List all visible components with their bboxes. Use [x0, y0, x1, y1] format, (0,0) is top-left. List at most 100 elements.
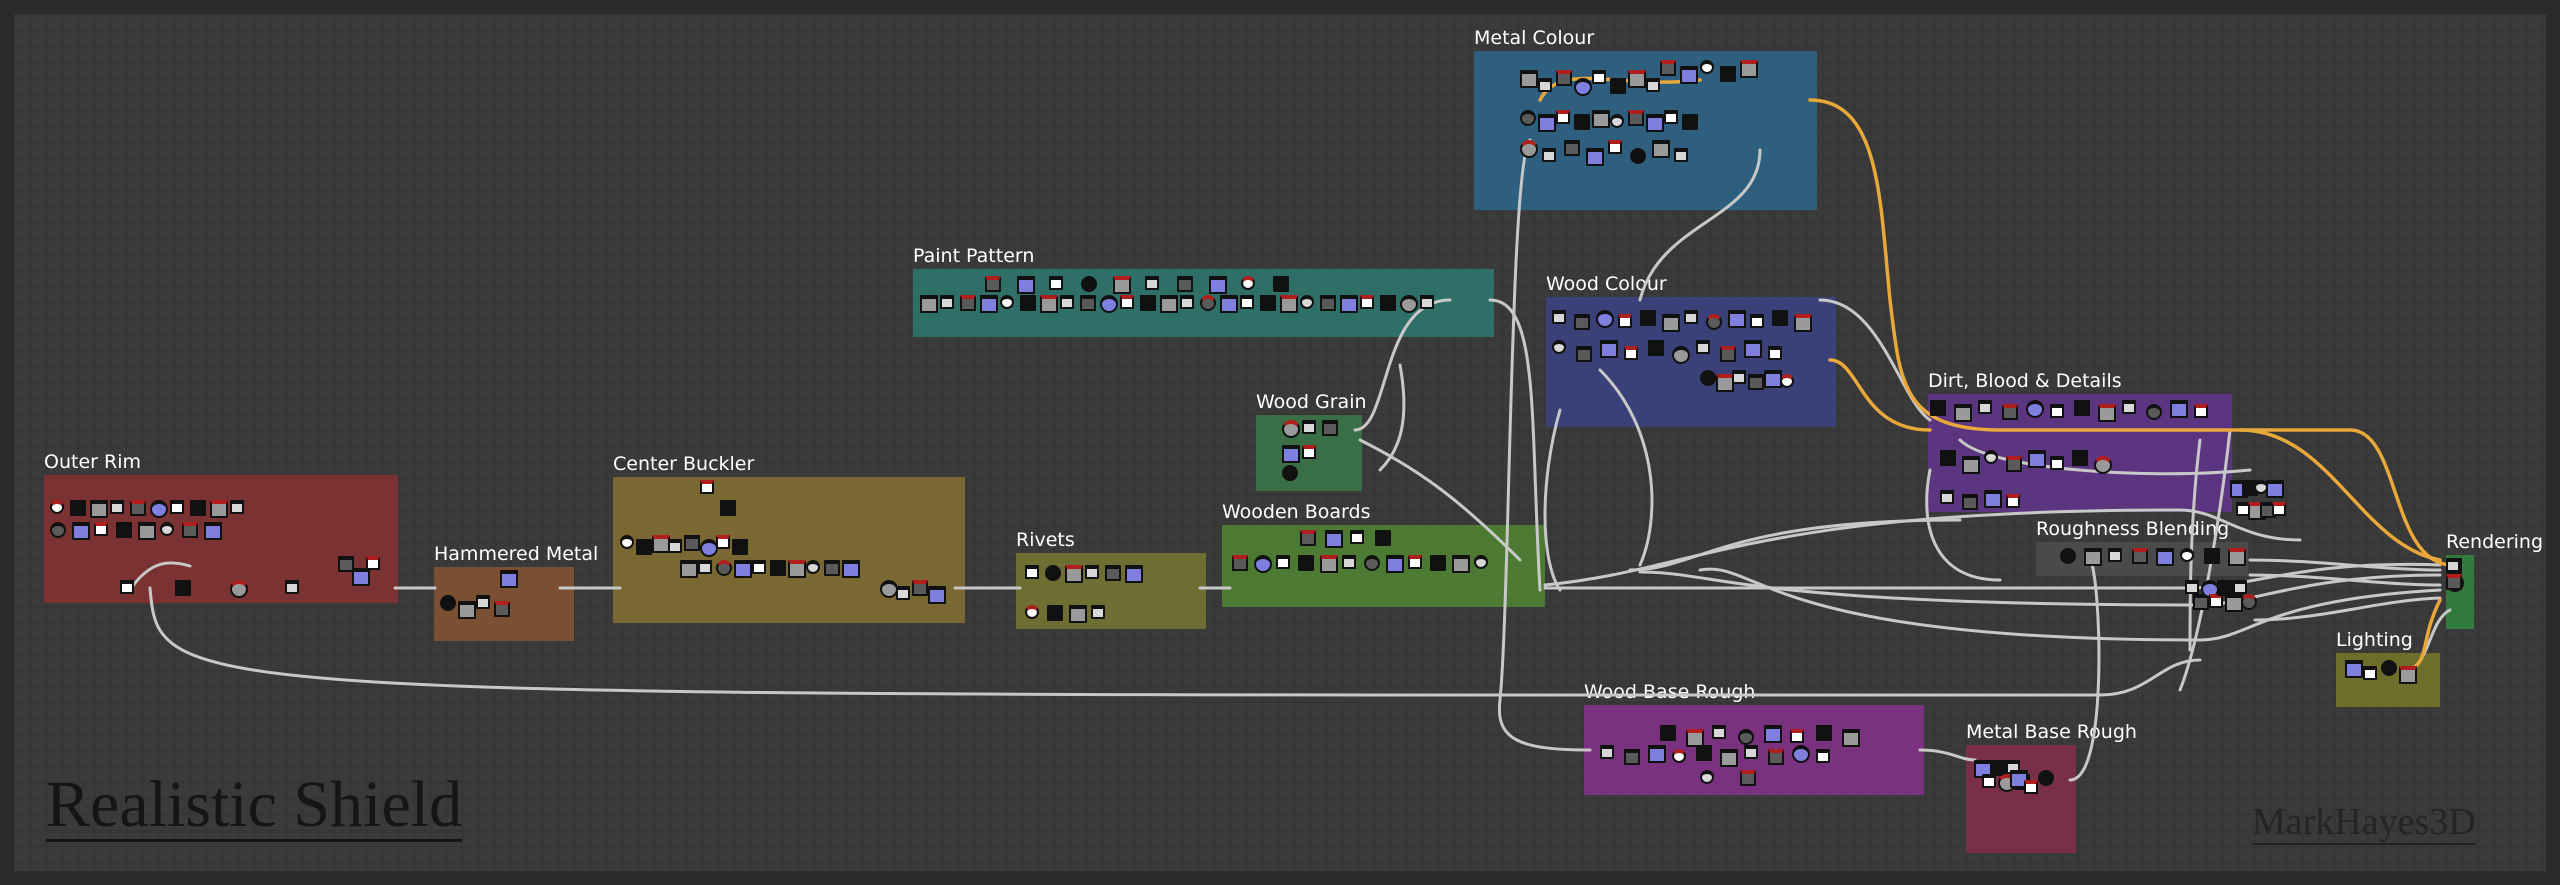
graph-node[interactable]: [1706, 314, 1722, 330]
graph-node[interactable]: [1400, 295, 1418, 313]
graph-node[interactable]: [1220, 295, 1238, 313]
graph-node[interactable]: [230, 580, 248, 598]
graph-node[interactable]: [1630, 148, 1646, 164]
graph-node[interactable]: [1200, 295, 1216, 311]
graph-node[interactable]: [620, 535, 634, 549]
graph-node[interactable]: [2026, 400, 2044, 418]
graph-node[interactable]: [1660, 725, 1676, 741]
graph-node[interactable]: [1049, 276, 1063, 290]
graph-node[interactable]: [985, 276, 1001, 292]
graph-node[interactable]: [684, 535, 700, 551]
graph-node[interactable]: [1300, 295, 1314, 309]
graph-node[interactable]: [2241, 594, 2257, 610]
graph-node[interactable]: [1160, 295, 1178, 313]
graph-node[interactable]: [285, 580, 299, 594]
graph-node[interactable]: [1700, 770, 1714, 784]
graph-node[interactable]: [1984, 490, 2002, 508]
graph-node[interactable]: [2060, 548, 2076, 564]
graph-node[interactable]: [2381, 660, 2397, 676]
graph-node[interactable]: [1696, 340, 1710, 354]
graph-node[interactable]: [1552, 310, 1566, 324]
graph-node[interactable]: [1322, 420, 1338, 436]
graph-node[interactable]: [2108, 548, 2122, 562]
graph-node[interactable]: [440, 595, 456, 611]
graph-node[interactable]: [1576, 346, 1592, 362]
graph-node[interactable]: [2156, 548, 2174, 566]
graph-node[interactable]: [476, 595, 490, 609]
graph-node[interactable]: [230, 500, 244, 514]
graph-node[interactable]: [1302, 420, 1316, 434]
graph-node[interactable]: [1740, 60, 1758, 78]
graph-node[interactable]: [1408, 555, 1422, 569]
graph-node[interactable]: [2185, 580, 2199, 594]
graph-node[interactable]: [2209, 594, 2223, 608]
graph-node[interactable]: [1768, 749, 1784, 765]
graph-node[interactable]: [1982, 774, 1996, 788]
graph-node[interactable]: [1652, 140, 1670, 158]
graph-node[interactable]: [2399, 666, 2417, 684]
graph-node[interactable]: [1140, 295, 1156, 311]
graph-node[interactable]: [1646, 114, 1664, 132]
graph-node[interactable]: [2002, 404, 2018, 420]
graph-node[interactable]: [2146, 404, 2162, 420]
graph-node[interactable]: [1608, 140, 1622, 154]
graph-node[interactable]: [1232, 555, 1248, 571]
graph-node[interactable]: [1794, 314, 1812, 332]
graph-node[interactable]: [1120, 295, 1134, 309]
graph-node[interactable]: [1325, 530, 1343, 548]
graph-node[interactable]: [1842, 729, 1860, 747]
graph-node[interactable]: [1380, 295, 1396, 311]
graph-node[interactable]: [1586, 148, 1604, 166]
graph-node[interactable]: [1940, 450, 1956, 466]
graph-node[interactable]: [1610, 114, 1624, 128]
graph-node[interactable]: [1574, 78, 1592, 96]
graph-node[interactable]: [1298, 555, 1314, 571]
graph-node[interactable]: [1081, 276, 1097, 292]
graph-node[interactable]: [1600, 745, 1614, 759]
graph-node[interactable]: [1712, 725, 1726, 739]
graph-node[interactable]: [1420, 295, 1434, 309]
graph-node[interactable]: [1069, 605, 1087, 623]
graph-node[interactable]: [1065, 565, 1083, 583]
graph-node[interactable]: [2272, 502, 2286, 516]
graph-node[interactable]: [1940, 490, 1954, 504]
graph-node[interactable]: [1672, 346, 1690, 364]
graph-node[interactable]: [698, 560, 712, 574]
graph-node[interactable]: [842, 560, 860, 578]
graph-node[interactable]: [494, 601, 510, 617]
graph-node[interactable]: [120, 580, 134, 594]
graph-node[interactable]: [2050, 404, 2064, 418]
graph-node[interactable]: [1520, 110, 1536, 126]
graph-node[interactable]: [1342, 555, 1356, 569]
graph-node[interactable]: [2266, 480, 2284, 498]
graph-node[interactable]: [1113, 276, 1131, 294]
graph-node[interactable]: [1040, 295, 1058, 313]
graph-node[interactable]: [110, 500, 124, 514]
graph-node[interactable]: [2194, 404, 2208, 418]
graph-node[interactable]: [960, 295, 976, 311]
graph-node[interactable]: [1474, 555, 1488, 569]
graph-node[interactable]: [1177, 276, 1193, 292]
graph-node[interactable]: [2098, 404, 2116, 422]
graph-node[interactable]: [1276, 555, 1290, 569]
graph-node[interactable]: [2094, 456, 2112, 474]
graph-node[interactable]: [1978, 400, 1992, 414]
graph-node[interactable]: [636, 539, 652, 555]
graph-node[interactable]: [1662, 314, 1680, 332]
frame-outer-rim[interactable]: Outer Rim: [44, 451, 398, 603]
graph-node[interactable]: [1990, 760, 2006, 776]
graph-node[interactable]: [788, 560, 806, 578]
graph-node[interactable]: [1684, 310, 1698, 324]
graph-node[interactable]: [2038, 770, 2054, 786]
graph-node[interactable]: [70, 500, 86, 516]
graph-node[interactable]: [2446, 574, 2462, 590]
graph-node[interactable]: [458, 601, 476, 619]
graph-node[interactable]: [2006, 494, 2020, 508]
graph-node[interactable]: [806, 560, 820, 574]
graph-node[interactable]: [1060, 295, 1074, 309]
graph-node[interactable]: [1180, 295, 1194, 309]
graph-node[interactable]: [1047, 605, 1063, 621]
graph-node[interactable]: [1302, 445, 1316, 459]
graph-node[interactable]: [1792, 745, 1810, 763]
graph-node[interactable]: [1816, 749, 1830, 763]
